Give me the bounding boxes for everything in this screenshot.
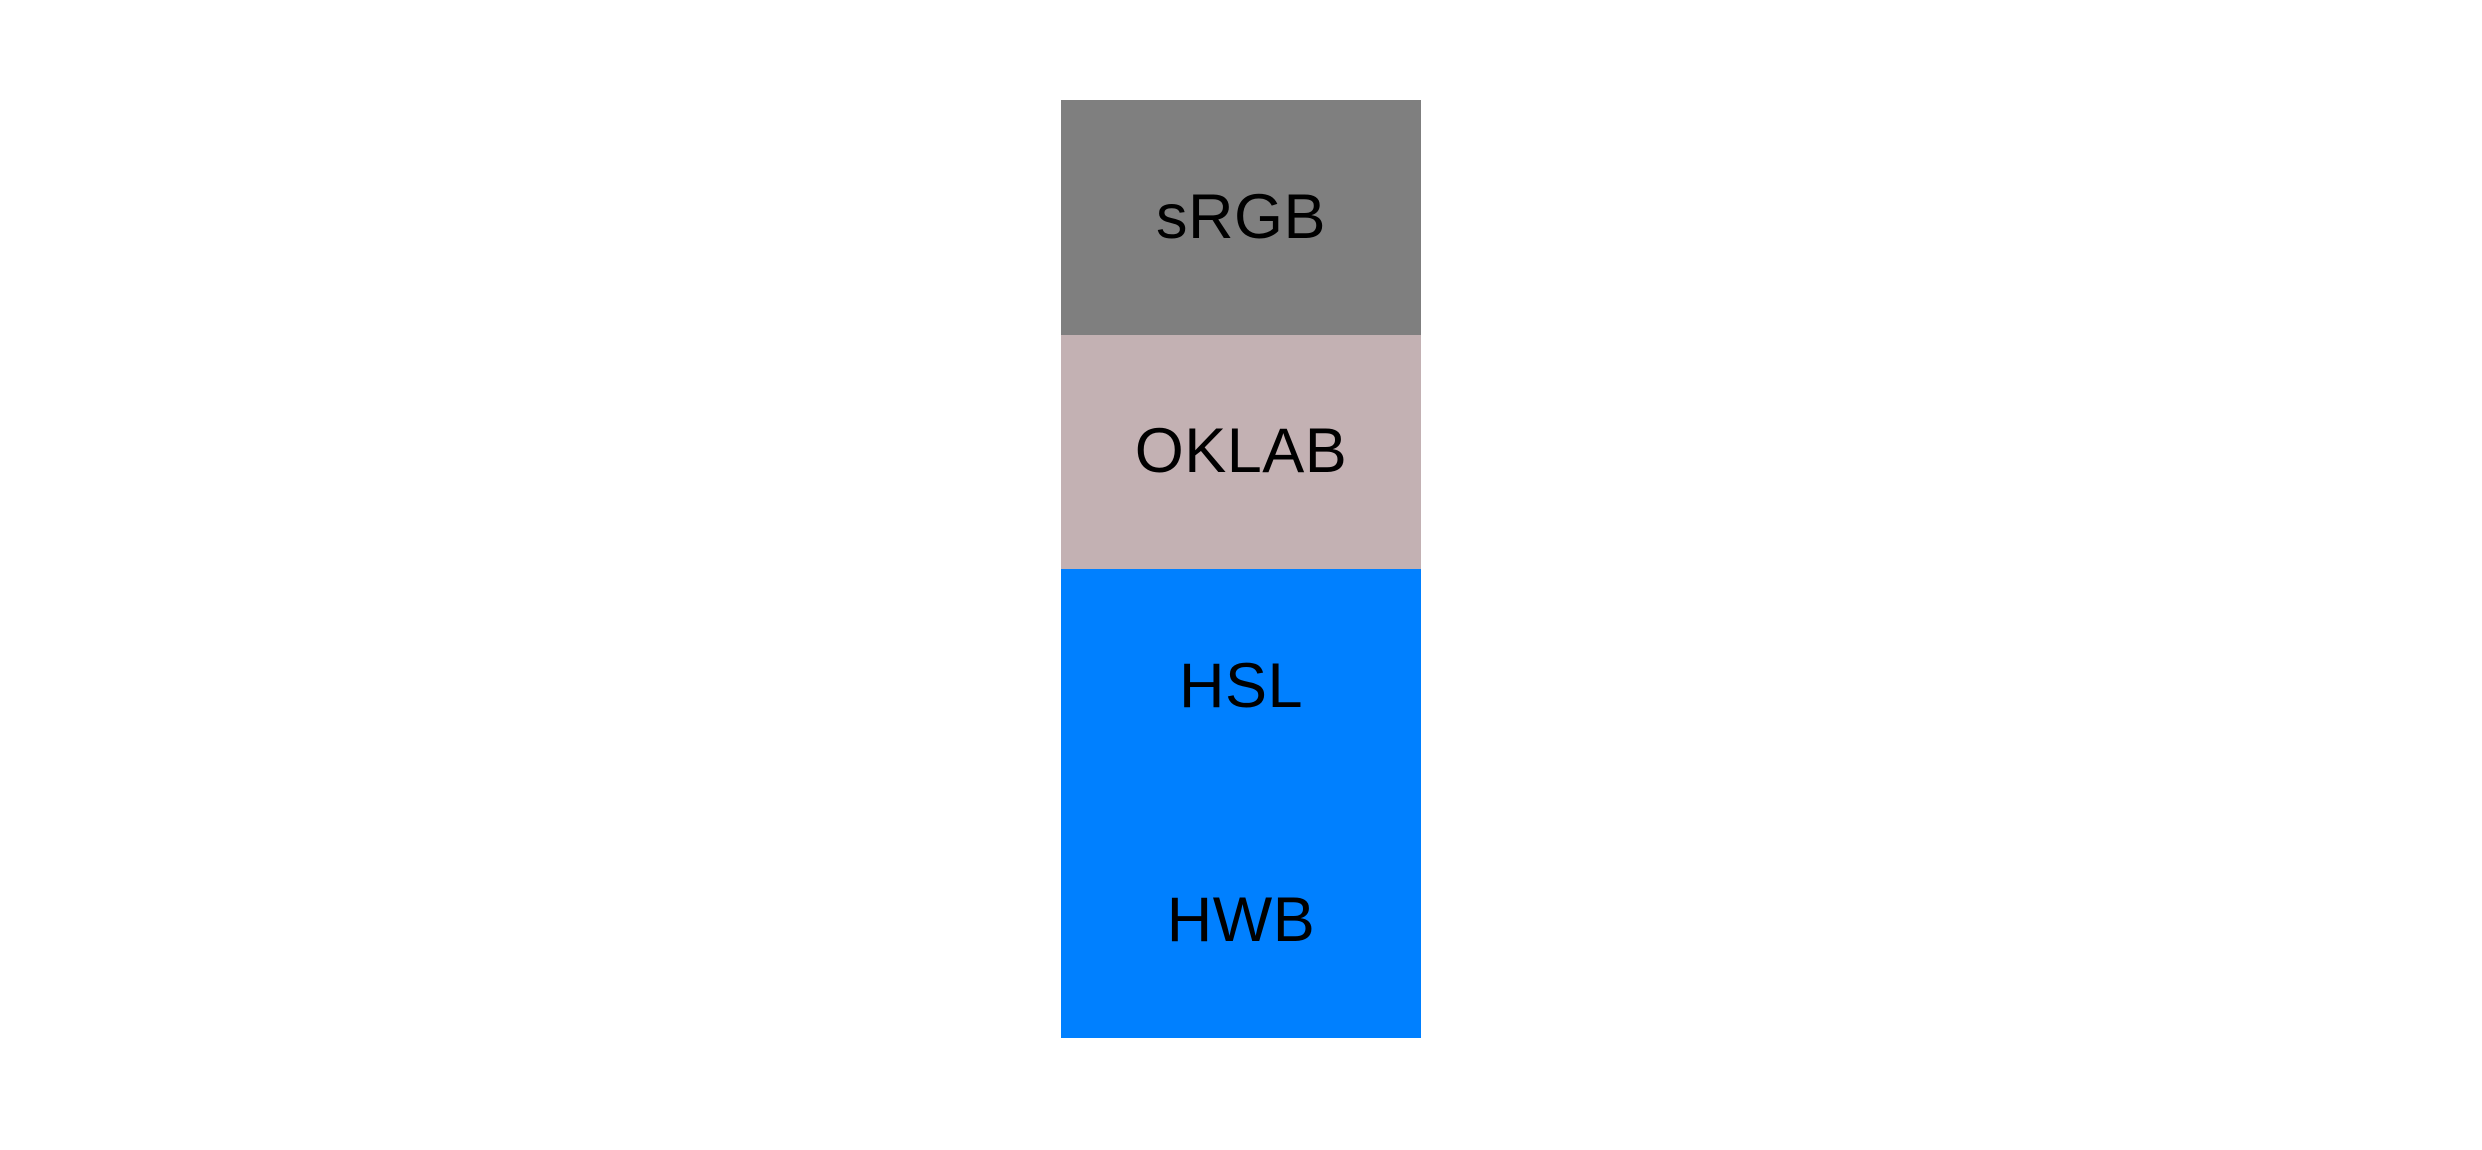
swatch-hwb: HWB	[1061, 803, 1421, 1038]
swatch-oklab-label: OKLAB	[1134, 416, 1348, 487]
swatch-hwb-label: HWB	[1166, 885, 1316, 956]
swatch-hsl: HSL	[1061, 569, 1421, 804]
swatch-srgb: sRGB	[1061, 100, 1421, 335]
swatch-stack: sRGB OKLAB HSL HWB	[1061, 100, 1421, 1038]
swatch-oklab: OKLAB	[1061, 334, 1421, 569]
swatch-hsl-label: HSL	[1178, 650, 1304, 721]
swatch-srgb-label: sRGB	[1155, 181, 1327, 252]
